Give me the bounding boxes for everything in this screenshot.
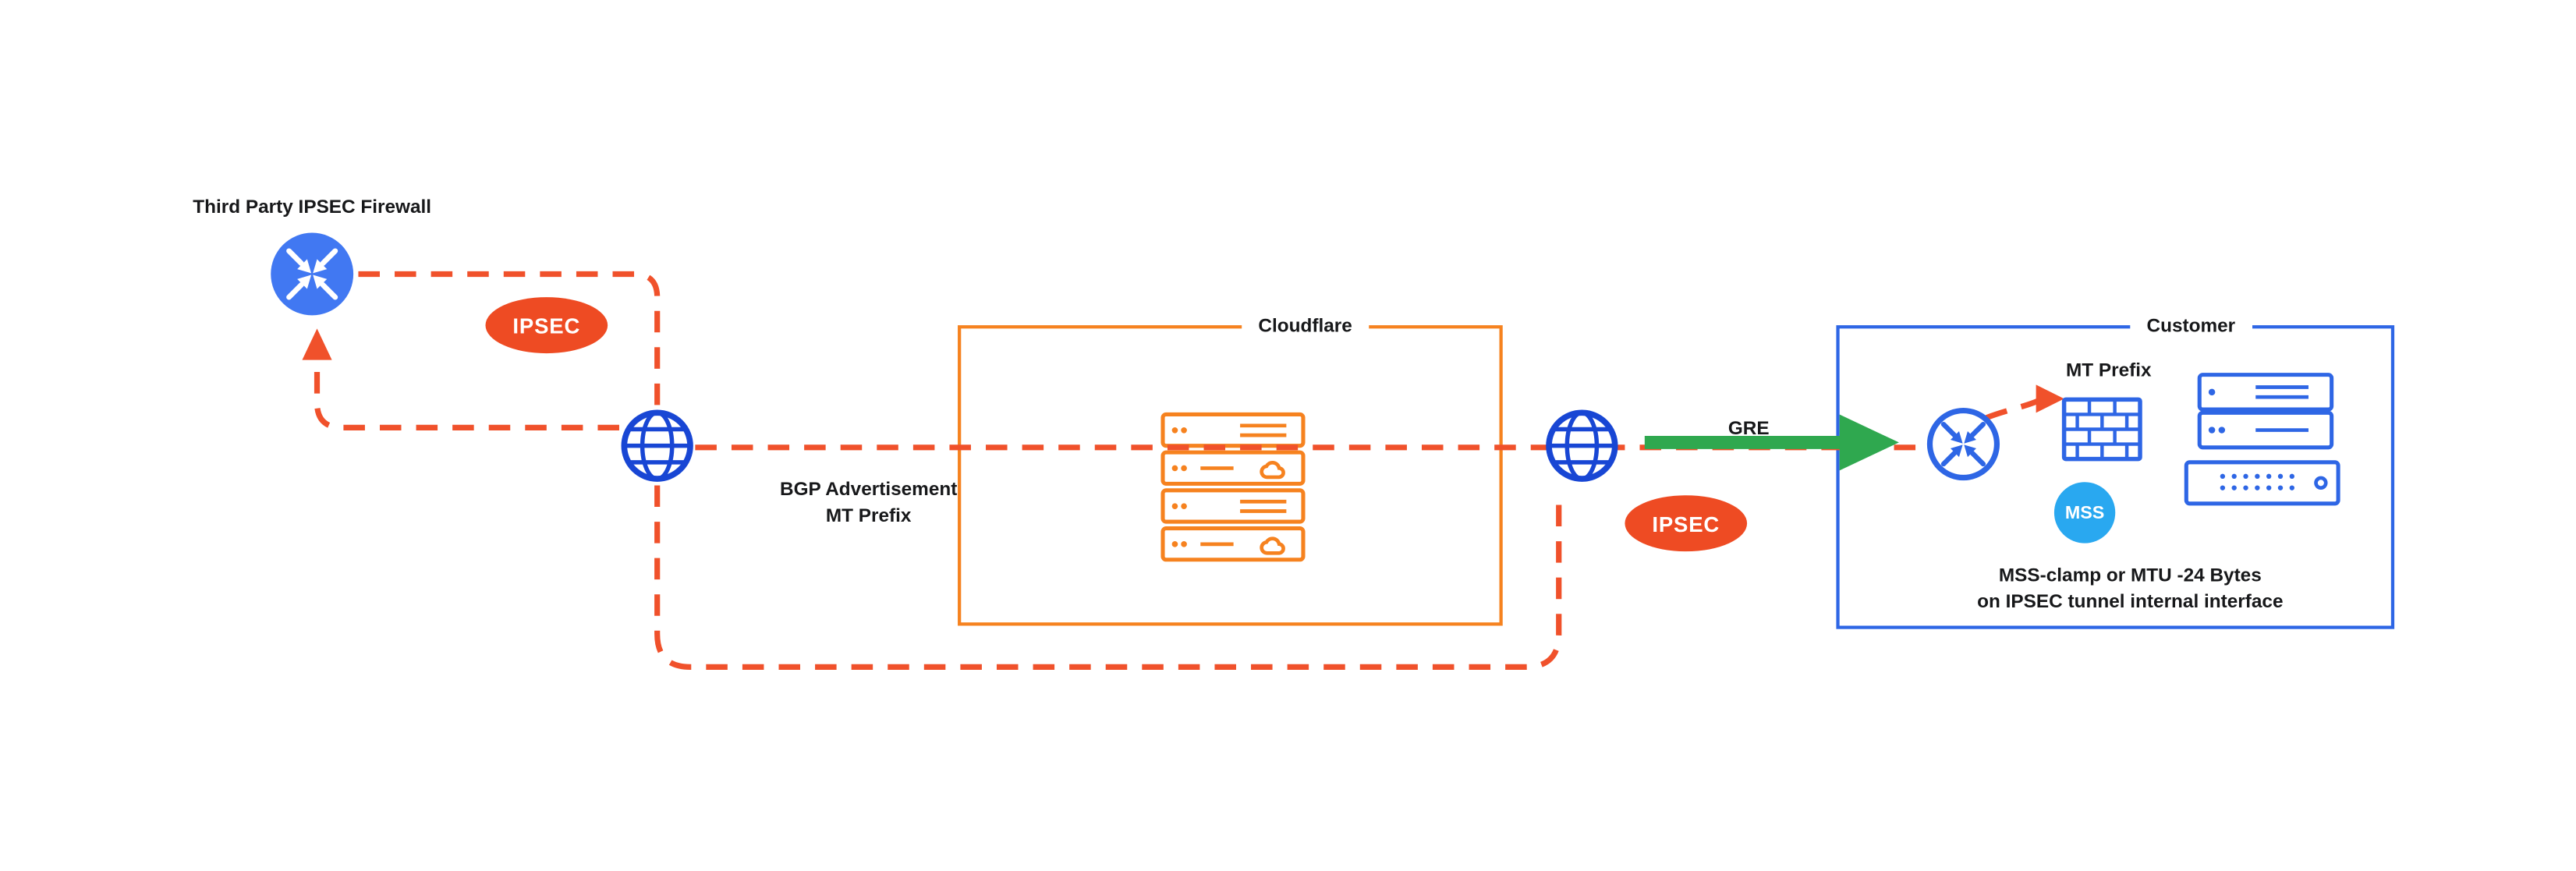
bgp-advertisement-label: BGP Advertisement MT Prefix bbox=[720, 477, 1017, 530]
bgp-advertisement-line2: MT Prefix bbox=[825, 507, 912, 527]
mt-prefix-label: MT Prefix bbox=[2065, 361, 2152, 382]
customer-box: Customer bbox=[1836, 313, 2395, 629]
arrowhead-right-icon bbox=[2036, 384, 2064, 413]
bottom-return-path bbox=[654, 485, 1562, 670]
ipsec-tunnel-path-top bbox=[358, 271, 661, 408]
mss-clamp-note-line1: MSS-clamp or MTU -24 Bytes bbox=[1998, 566, 2262, 586]
gre-label: GRE bbox=[1727, 419, 1770, 440]
cloudflare-box: Cloudflare bbox=[958, 313, 1503, 626]
mss-badge: MSS bbox=[2053, 482, 2116, 543]
firewall-brick-icon bbox=[2061, 397, 2142, 462]
customer-server-stack-icon bbox=[2184, 373, 2340, 506]
cloudflare-box-label: Cloudflare bbox=[1242, 313, 1369, 342]
third-party-firewall-label: Third Party IPSEC Firewall bbox=[193, 198, 432, 218]
ipsec-badge-left: IPSEC bbox=[485, 297, 608, 354]
mss-clamp-note: MSS-clamp or MTU -24 Bytes on IPSEC tunn… bbox=[1940, 563, 2320, 616]
customer-router-icon bbox=[1926, 407, 2000, 481]
cloudflare-server-stack-icon bbox=[1160, 412, 1306, 562]
ipsec-badge-right: IPSEC bbox=[1625, 495, 1748, 552]
gre-arrow-icon bbox=[1644, 414, 1899, 471]
mss-clamp-note-line2: on IPSEC tunnel internal interface bbox=[1977, 593, 2284, 613]
internet-globe-icon bbox=[1546, 409, 1618, 482]
arrowhead-up-icon bbox=[302, 328, 332, 360]
third-party-router-icon bbox=[271, 232, 354, 316]
ipsec-tunnel-path-return bbox=[314, 359, 619, 430]
bgp-advertisement-line1: BGP Advertisement bbox=[780, 480, 958, 501]
customer-box-label: Customer bbox=[2130, 313, 2252, 342]
internet-globe-icon bbox=[621, 409, 693, 482]
